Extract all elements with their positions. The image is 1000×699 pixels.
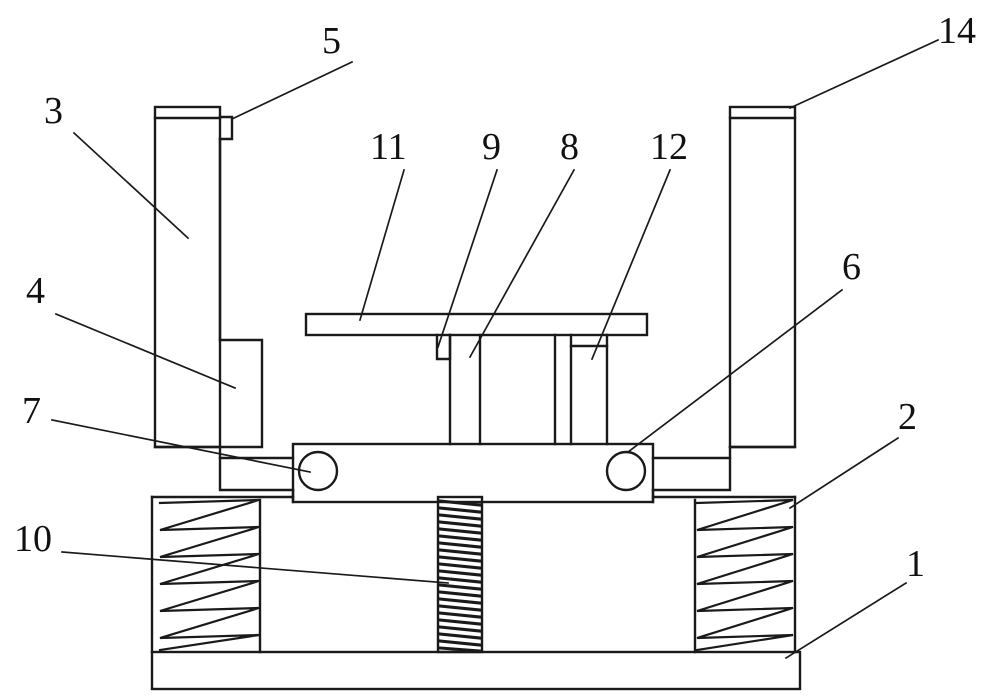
leader-11 [358,168,406,322]
reference-numeral-2: 2 [898,396,917,438]
reference-numeral-14: 14 [938,10,976,52]
drawing-geometry [50,38,940,691]
left-post-bracket [218,338,264,449]
leader-5 [230,60,354,121]
right-column-shoulder [569,333,609,348]
leader-lines [50,38,940,660]
reference-numeral-9: 9 [482,126,501,168]
reference-numeral-3: 3 [44,90,63,132]
right-coil-spring [695,498,794,652]
leader-7 [50,418,312,474]
leader-3 [72,131,190,240]
base-plate [150,650,802,691]
leader-14 [788,38,940,110]
leader-6 [626,288,844,454]
leader-8 [468,168,576,359]
spring-housing-frame [150,488,797,654]
left-post-top-notch [218,115,234,141]
leader-12 [590,168,672,361]
left-coil-spring [158,498,260,652]
thread-hatching [438,499,482,653]
reference-numeral-6: 6 [842,246,861,288]
reference-numeral-7: 7 [22,390,41,432]
reference-numeral-5: 5 [322,20,341,62]
reference-numeral-11: 11 [370,126,407,168]
beam-right-wing [651,456,732,492]
reference-numeral-4: 4 [26,270,45,312]
threaded-rod [436,495,484,654]
cross-beam [218,442,732,504]
leader-4 [54,312,237,390]
leader-2 [788,436,900,510]
leader-10 [61,551,449,584]
beam-left-wing [218,456,295,492]
left-pivot-roller [297,450,339,492]
reference-numeral-12: 12 [650,126,688,168]
support-columns [435,333,609,446]
leader-1 [784,581,908,660]
reference-numeral-8: 8 [560,126,579,168]
reference-numeral-10: 10 [14,518,52,560]
worktable-plate [304,312,649,337]
right-pivot-roller [605,450,647,492]
reference-numeral-1: 1 [906,543,925,585]
leader-9 [436,168,499,349]
